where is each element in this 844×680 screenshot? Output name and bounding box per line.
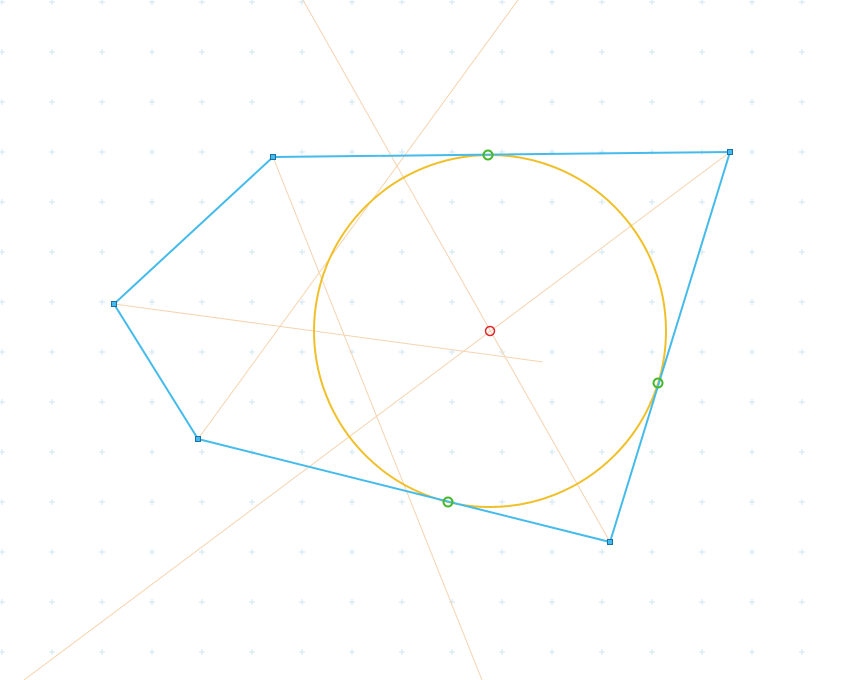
construction-line: [197, 0, 519, 440]
construction-lines: [23, 0, 731, 680]
tangent-point[interactable]: [652, 377, 664, 389]
vertex-handle[interactable]: [195, 436, 201, 442]
tangent-point[interactable]: [482, 149, 494, 161]
background-grid: [0, 0, 805, 655]
vertex-handles: [111, 149, 733, 545]
pentagon-outline[interactable]: [112, 150, 732, 544]
tangent-point[interactable]: [442, 496, 454, 508]
vertex-handle[interactable]: [270, 154, 276, 160]
vertex-handle[interactable]: [111, 301, 117, 307]
tangent-points: [442, 149, 664, 508]
construction-line: [113, 303, 544, 363]
vertex-handle[interactable]: [727, 149, 733, 155]
construction-line: [302, 0, 611, 543]
construction-line: [23, 151, 731, 680]
circle-center-point[interactable]: [484, 325, 496, 337]
construction-line: [272, 156, 483, 680]
vertex-handle[interactable]: [607, 539, 613, 545]
